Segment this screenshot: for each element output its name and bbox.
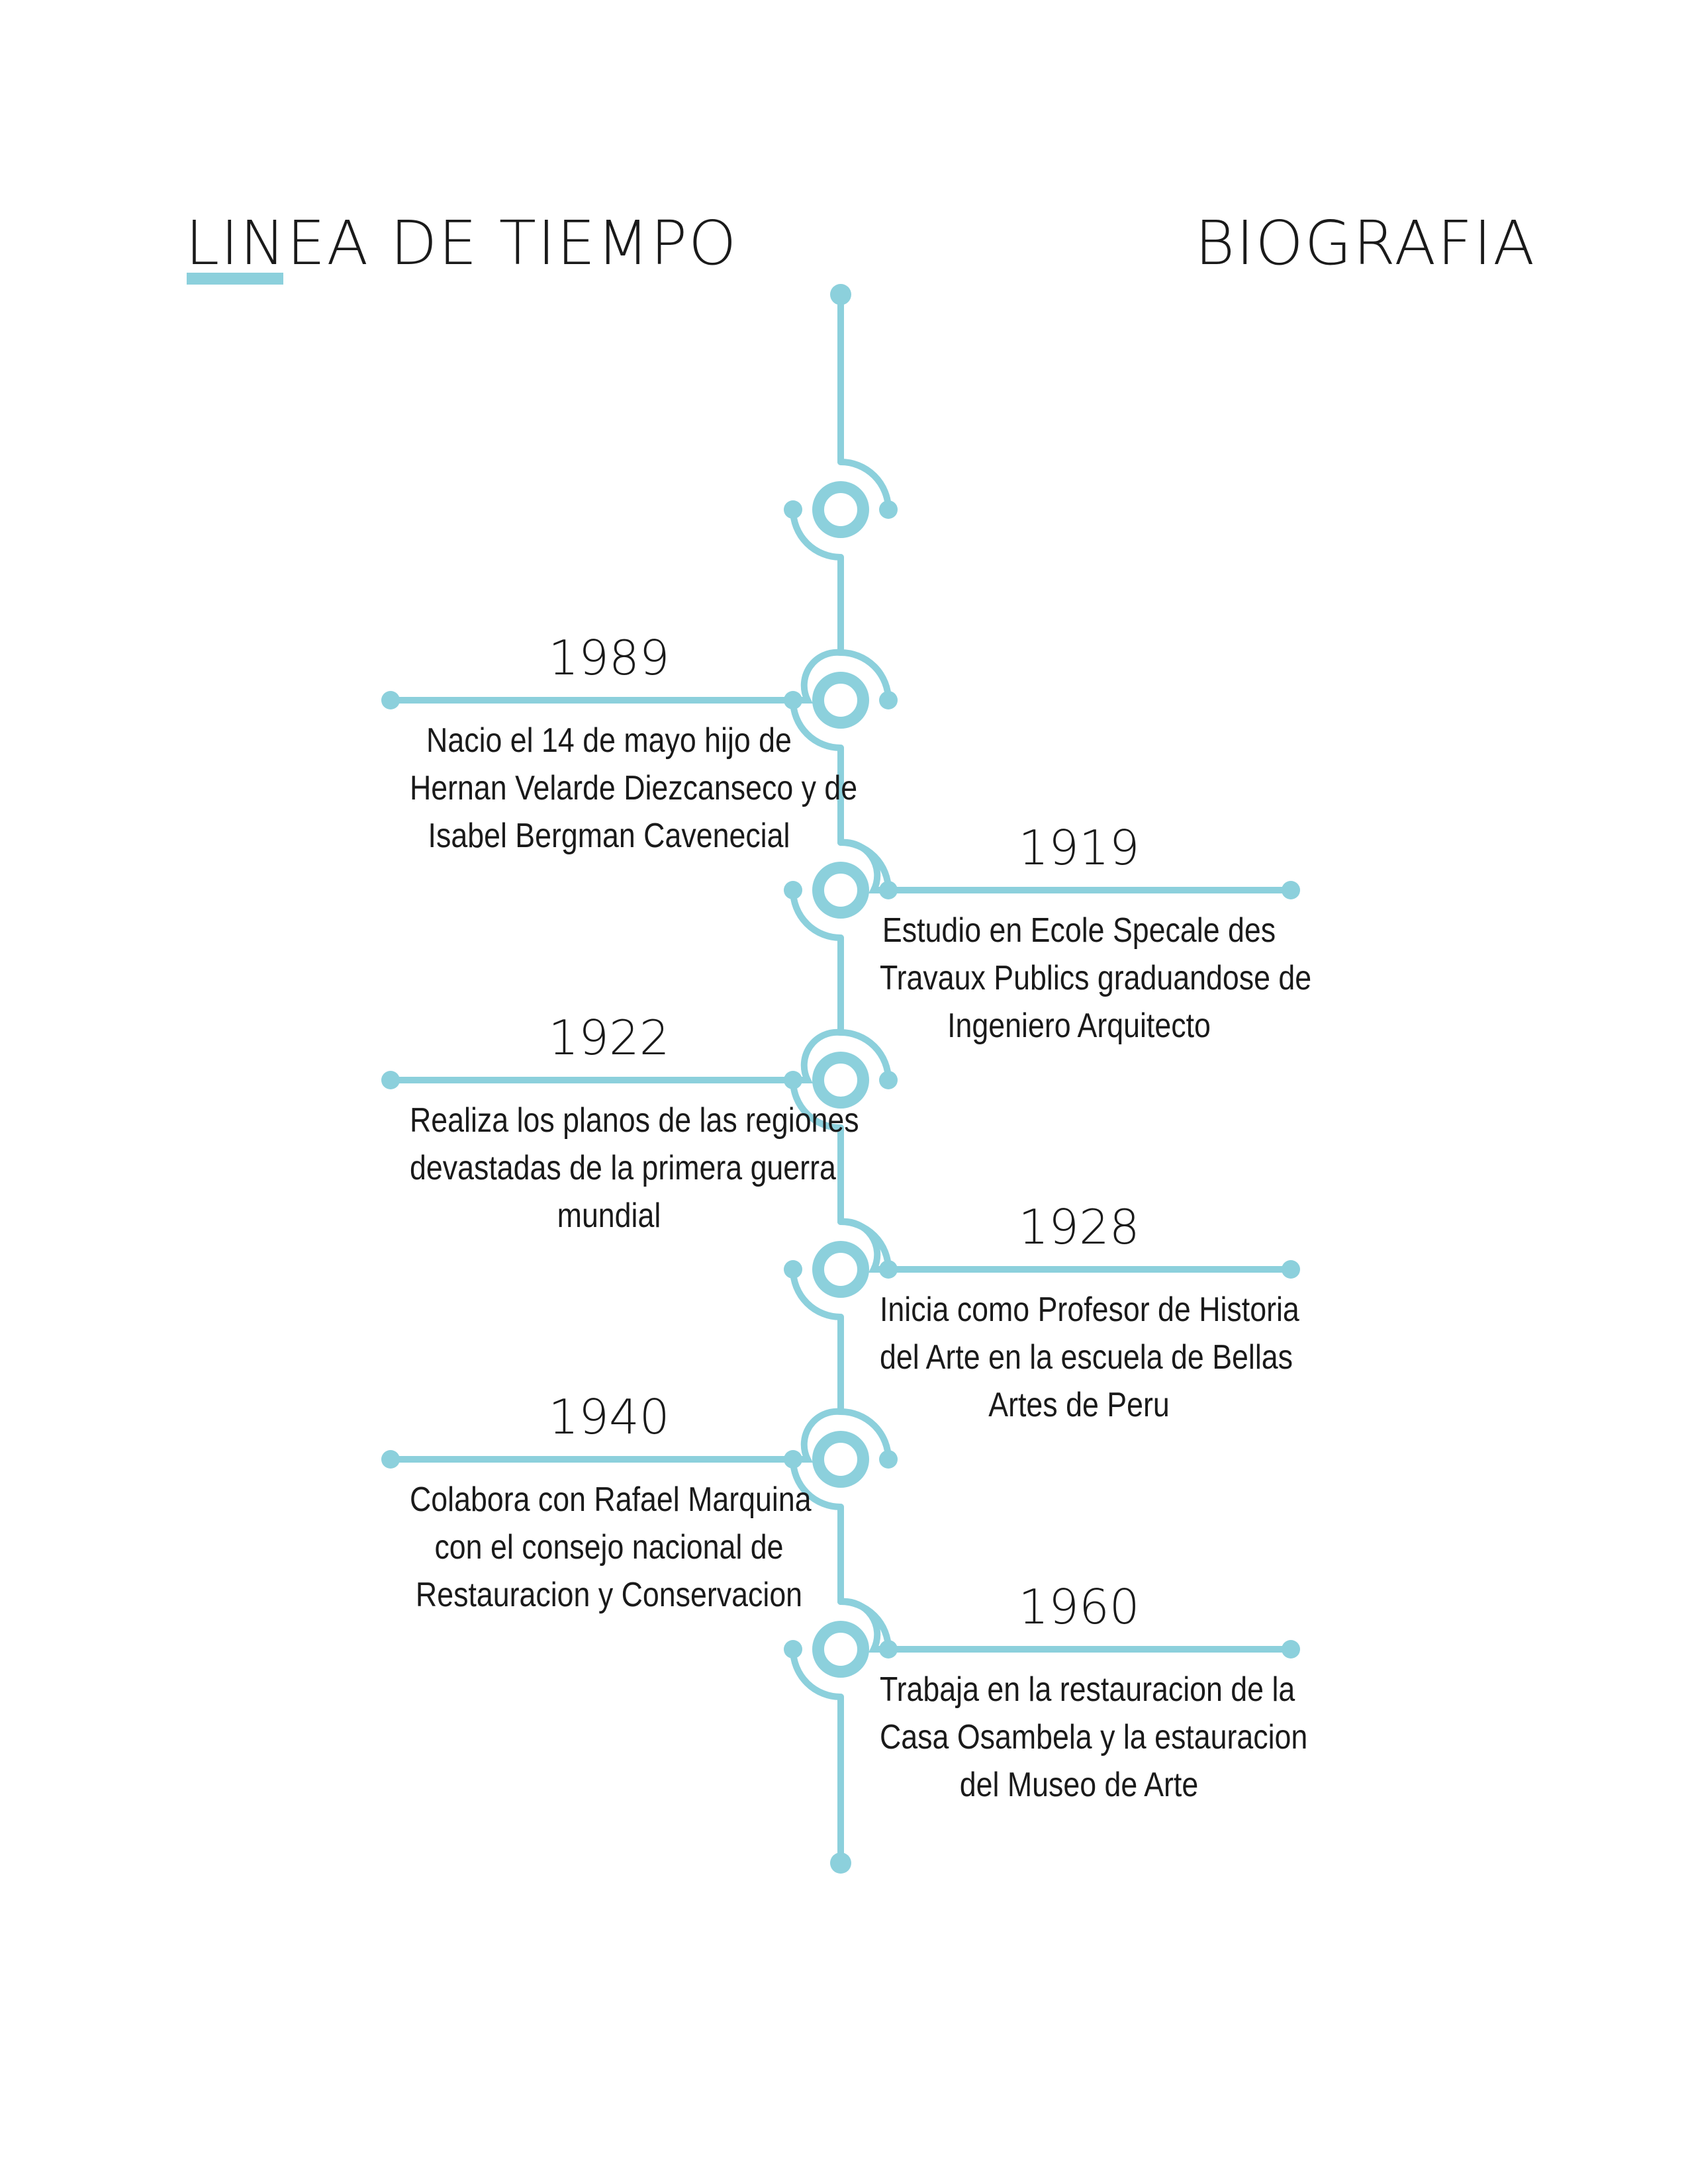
node-ring — [812, 481, 869, 538]
timeline-start-dot — [830, 284, 851, 305]
event-description-1960: Trabaja en la restauracion de la Casa Osa… — [880, 1666, 1308, 1809]
event-year-1928: 1928 — [1018, 1199, 1140, 1255]
node-arc-upper — [837, 649, 892, 704]
event-description-line: Realiza los planos de las regiones — [410, 1101, 859, 1140]
branch-line-1989 — [387, 649, 844, 704]
node-arc-lower — [790, 697, 844, 751]
title-underline — [187, 273, 283, 285]
branch-line-1922 — [387, 1028, 844, 1083]
event-description-1989: Nacio el 14 de mayo hijo de Hernan Velard… — [410, 717, 858, 860]
timeline-end-dot — [830, 1852, 851, 1874]
event-description-line: Restauracion y Conservacion — [415, 1576, 803, 1614]
node-arc-upper — [837, 459, 892, 513]
event-description-line: Colabora con Rafael Marquina — [410, 1480, 812, 1519]
event-description-line: mundial — [557, 1197, 661, 1235]
event-description-line: devastadas de la primera guerra — [410, 1149, 836, 1187]
event-description-line: Nacio el 14 de mayo hijo de — [426, 721, 792, 760]
page-title-biography: BIOGRAFIA — [1195, 208, 1536, 279]
node-ring — [812, 862, 869, 919]
node-arc-lower — [790, 1266, 844, 1320]
branch-end-dot-1989 — [381, 691, 400, 709]
event-description-1940: Colabora con Rafael Marquina con el conse… — [410, 1476, 812, 1619]
node-ring — [812, 1431, 869, 1488]
event-description-line: Casa Osambela y la estauracion — [880, 1718, 1308, 1756]
node-dot-right — [879, 1450, 898, 1469]
event-description-line: Travaux Publics graduandose de — [880, 959, 1312, 997]
node-dot-right — [879, 1071, 898, 1089]
event-description-line: del Arte en la escuela de Bellas — [880, 1338, 1293, 1377]
node-arc-lower — [790, 887, 844, 941]
event-year-1940: 1940 — [548, 1389, 670, 1445]
event-description-line: Trabaja en la restauracion de la — [880, 1670, 1295, 1709]
node-arc-lower — [790, 1456, 844, 1510]
node-dot-right — [879, 691, 898, 709]
node-arc-upper — [837, 1029, 892, 1083]
event-description-1922: Realiza los planos de las regiones devast… — [410, 1097, 859, 1240]
node-dot-left — [784, 881, 802, 899]
page-title-timeline: LINEA DE TIEMPO — [185, 208, 738, 279]
branch-line-1940 — [387, 1408, 844, 1463]
branch-end-dot-1960 — [1282, 1640, 1300, 1659]
node-ring — [812, 1241, 869, 1298]
event-year-1922: 1922 — [548, 1010, 670, 1066]
branch-line-1928 — [837, 1218, 1294, 1273]
node-dot-left — [784, 1640, 802, 1659]
branch-end-dot-1922 — [381, 1071, 400, 1089]
event-description-line: del Museo de Arte — [959, 1766, 1199, 1804]
node-arc-lower — [790, 1077, 844, 1131]
event-description-line: Estudio en Ecole Specale des — [882, 911, 1276, 950]
node-dot-left — [784, 500, 802, 519]
event-year-1919: 1919 — [1018, 820, 1140, 876]
node-ring — [812, 672, 869, 729]
event-year-1989: 1989 — [548, 630, 670, 686]
node-dot-right — [879, 500, 898, 519]
node-ring — [812, 1052, 869, 1109]
event-description-line: Ingeniero Arquitecto — [947, 1007, 1211, 1045]
event-description-line: Artes de Peru — [988, 1386, 1170, 1424]
event-description-line: Inicia como Profesor de Historia — [880, 1291, 1299, 1329]
event-description-line: con el consejo nacional de — [434, 1528, 784, 1567]
branch-end-dot-1940 — [381, 1450, 400, 1469]
node-dot-left — [784, 1260, 802, 1279]
node-ring — [812, 1621, 869, 1678]
event-year-1960: 1960 — [1018, 1579, 1140, 1635]
branch-line-1919 — [837, 839, 1294, 893]
event-description-1928: Inicia como Profesor de Historia del Arte… — [880, 1286, 1299, 1429]
branch-end-dot-1919 — [1282, 881, 1300, 899]
event-description-line: Isabel Bergman Cavenecial — [428, 817, 790, 855]
event-description-line: Hernan Velarde Diezcanseco y de — [410, 769, 858, 807]
node-arc-upper — [837, 1408, 892, 1463]
node-arc-lower — [790, 506, 844, 561]
branch-end-dot-1928 — [1282, 1260, 1300, 1279]
node-arc-lower — [790, 1646, 844, 1700]
branch-line-1960 — [837, 1598, 1294, 1653]
